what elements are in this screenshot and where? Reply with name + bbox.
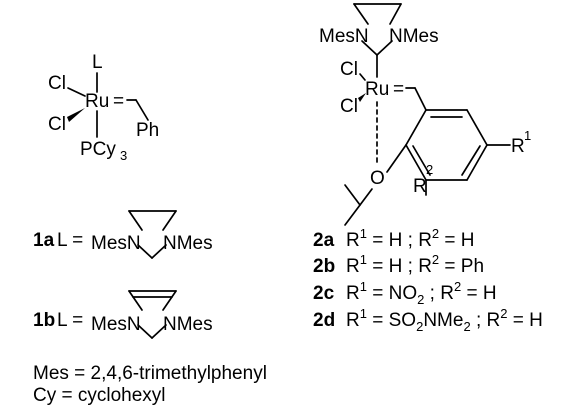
ring-bond-2 [466,109,488,146]
bond-ipr-me2 [344,204,361,226]
nmes-1b: NMes [163,314,213,335]
cl-top-label: Cl [48,73,66,94]
wedge-ru-cl-2 [358,93,366,102]
label-1b: 1b [33,310,55,331]
r2-label-2: R [413,176,427,197]
ring-bond-1b-n1 [128,290,143,311]
cl-top-2: Cl [340,59,358,80]
nhc-bond-left [353,3,369,25]
ring-bond-5 [405,144,427,181]
ring-bond-1b-c-left [137,324,153,339]
variant-2a: 2a R1 = H ; R2 = H [313,226,475,251]
nhc-bond-c-left [361,40,378,56]
bond-carbene-ring-2 [414,87,427,111]
ru-2: Ru [365,79,389,100]
l-equals-1a: L = [57,230,83,251]
compound-1-structure: L Cl Ru Cl = Ph PCy 3 [48,52,159,163]
ring-bond-6 [405,109,427,146]
r1-label-2: R [511,136,525,157]
variant-2c: 2c R1 = NO2 ; R2 = H [313,279,497,307]
bond-ru-cl-top-2 [359,73,366,81]
variant-label: 2a [313,230,335,251]
cl-bottom-label: Cl [48,114,66,135]
ru-carbene-eq: = [113,91,124,112]
nhc-bond-right [389,3,402,25]
variant-line: R1 = NO2 ; R2 = H [346,279,497,307]
variant-label: 2b [313,256,335,277]
ru-label: Ru [85,91,109,112]
ring-bond-3 [466,144,488,181]
r1-sup-2: 1 [524,128,531,143]
ring-double-3 [412,145,431,176]
ring-bond-1a-n1 [128,210,143,231]
variant-2d: 2d R1 = SO2NMe2 ; R2 = H [313,306,543,334]
l-equals-1b: L = [57,310,83,331]
label-1a: 1a [33,230,55,251]
variant-2b: 2b R1 = H ; R2 = Ph [313,252,484,277]
legend: Mes = 2,4,6-trimethylphenyl Cy = cyclohe… [33,363,267,406]
ph-label: Ph [136,120,159,141]
pcy-subscript: 3 [120,148,127,163]
bond-ru-cl-top [67,87,86,97]
variant-line: R1 = SO2NMe2 ; R2 = H [346,306,543,334]
mesn-1a: MesN [91,233,141,254]
pcy-label: PCy [80,139,116,160]
ring-bond-1b-n2 [162,290,177,311]
o-label-2: O [370,168,385,189]
legend-mes: Mes = 2,4,6-trimethylphenyl [33,363,267,384]
ring-bond-1a-c-right [151,244,167,259]
bond-ring-o [386,144,407,173]
r2-sup-2: 2 [426,162,433,177]
legend-cy: Cy = cyclohexyl [33,385,166,406]
ring-bond-1b-c-right [151,324,167,339]
variant-line: R1 = H ; R2 = H [346,226,475,251]
nmes-1a: NMes [163,233,213,254]
mesn-2: MesN [319,26,369,47]
nmes-2: NMes [389,26,439,47]
ligand-L-label: L [92,52,103,73]
mesn-1b: MesN [91,314,141,335]
compound-1b: 1b L = MesN NMes [33,290,213,339]
bond-carbene-ph [135,99,149,121]
bond-o-ipr [359,188,373,206]
variant-label: 2c [313,283,335,304]
variant-line: R1 = H ; R2 = Ph [346,252,484,277]
compound-2-structure: MesN NMes Cl Ru Cl = O R 1 R [319,3,531,226]
variant-label: 2d [313,310,335,331]
cl-bottom-2: Cl [340,96,358,117]
ring-bond-1a-n2 [162,210,177,231]
ring-double-2 [461,145,481,176]
ru-carbene-eq-2: = [393,79,404,100]
wedge-ru-cl-bottom [67,108,85,122]
ring-bond-1a-c-left [137,244,153,259]
nhc-bond-c-right [376,40,393,56]
bond-ipr-me1 [344,184,361,206]
compound-1a: 1a L = MesN NMes [33,210,213,259]
variant-list: 2a R1 = H ; R2 = H 2b R1 = H ; R2 = Ph 2… [313,226,543,334]
